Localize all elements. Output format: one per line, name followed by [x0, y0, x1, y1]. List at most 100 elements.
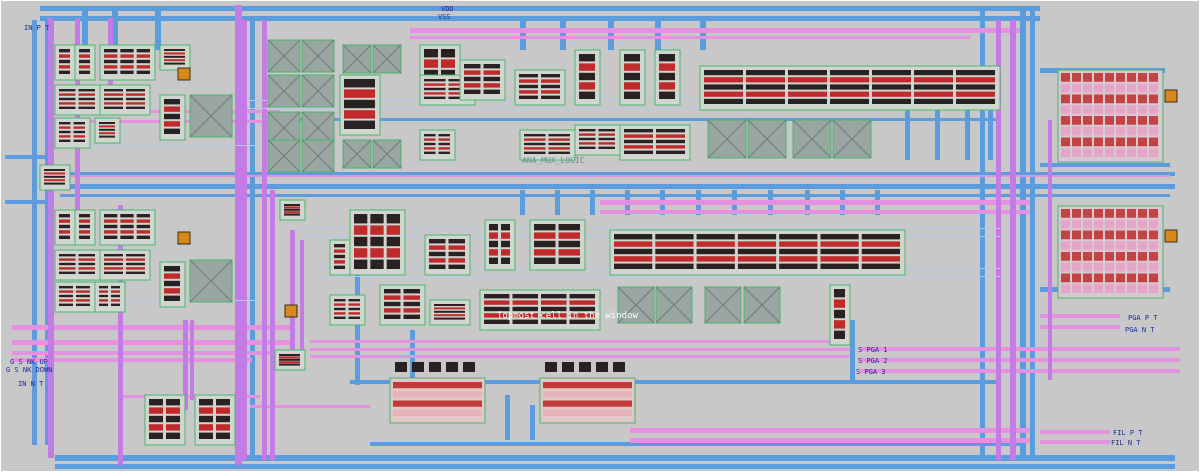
finger-strip: [534, 249, 556, 256]
array-cell: [1149, 241, 1158, 250]
array-cell: [1072, 273, 1081, 283]
finger-strip: [441, 49, 455, 58]
finger-strip: [126, 89, 145, 92]
finger-strip: [99, 132, 115, 135]
finger-strip: [149, 415, 163, 423]
finger-strip: [830, 70, 869, 76]
finger-strip: [441, 59, 455, 68]
finger-strip: [149, 424, 163, 431]
finger-strip: [334, 316, 346, 319]
finger-strip: [111, 294, 120, 298]
res-row: [393, 409, 482, 416]
finger-strip: [136, 59, 150, 64]
finger-strip: [44, 182, 65, 185]
finger-strip: [569, 306, 595, 312]
finger-strip: [284, 208, 300, 211]
finger-strip: [384, 301, 401, 307]
array-cell: [1061, 137, 1070, 147]
finger-strip: [59, 219, 70, 223]
finger-strip: [429, 264, 446, 269]
finger-strip: [370, 236, 384, 247]
finger-strip: [59, 254, 76, 257]
array-cell: [1149, 252, 1158, 261]
finger-strip: [438, 134, 450, 137]
finger-strip: [99, 303, 108, 306]
finger-strip: [59, 299, 73, 302]
finger-strip: [334, 265, 345, 269]
magenta-bus: [860, 369, 1180, 373]
finger-strip: [448, 258, 465, 263]
array-cell: [1138, 73, 1147, 82]
finger-strip: [579, 72, 595, 81]
finger-strip: [914, 70, 953, 76]
magenta-bus: [310, 348, 850, 351]
finger-strip: [136, 49, 150, 53]
finger-strip: [59, 130, 71, 134]
pin-spga2-label: S PGA 2: [858, 357, 888, 365]
array-cell: [1138, 94, 1147, 104]
device-blocks: [39, 44, 1001, 446]
finger-strip: [79, 70, 90, 74]
finger-strip: [79, 224, 90, 229]
finger-strip: [624, 63, 640, 71]
finger-strip: [164, 273, 180, 279]
finger-strip: [956, 84, 995, 90]
finger-strip: [541, 84, 560, 89]
blue-strap: [520, 190, 525, 215]
magenta-bus: [1040, 440, 1110, 444]
array-cell: [1138, 273, 1147, 283]
array-cell: [1094, 284, 1103, 293]
finger-strip: [403, 314, 420, 319]
pin-pad: [177, 67, 191, 81]
finger-strip: [704, 84, 743, 90]
blue-rail: [55, 172, 1175, 176]
violet-bus: [290, 230, 295, 350]
array-cell: [1094, 94, 1103, 104]
res-row: [543, 382, 632, 389]
finger-strip: [73, 122, 85, 125]
finger-strip: [501, 257, 510, 264]
finger-strip: [696, 256, 735, 262]
finger-strip: [489, 232, 498, 239]
finger-strip: [820, 256, 859, 262]
finger-strip: [524, 142, 546, 146]
violet-bus: [1048, 120, 1052, 380]
array-cell: [1061, 273, 1070, 283]
finger-strip: [914, 98, 953, 104]
switch-cell: [412, 362, 424, 372]
finger-strip: [334, 249, 345, 253]
finger-strip: [78, 254, 95, 257]
array-cell: [1061, 73, 1070, 82]
violet-bus: [300, 240, 304, 350]
blue-strap: [155, 10, 161, 50]
array-cell: [1105, 209, 1114, 218]
magenta-bus: [860, 347, 1180, 351]
finger-strip: [830, 84, 869, 90]
finger-strip: [534, 240, 556, 248]
array-cell: [1072, 252, 1081, 261]
array-cell: [1072, 230, 1081, 240]
finger-strip: [76, 299, 90, 302]
finger-strip: [519, 74, 538, 78]
finger-strip: [429, 245, 446, 250]
finger-strip: [737, 234, 777, 240]
finger-strip: [384, 289, 401, 294]
finger-strip: [199, 407, 213, 414]
magenta-bus: [860, 358, 1180, 362]
finger-strip: [99, 125, 115, 128]
array-cell: [1127, 73, 1136, 82]
finger-strip: [746, 70, 785, 76]
finger-strip: [104, 59, 118, 64]
array-cell: [1138, 148, 1147, 157]
finger-strip: [489, 224, 498, 231]
array-cell: [1094, 209, 1103, 218]
pin-spga3-label: S PGA 3: [856, 368, 886, 376]
finger-strip: [598, 133, 615, 136]
array-cell: [1105, 252, 1114, 261]
pin-markers: [177, 67, 1178, 372]
finger-strip: [656, 139, 685, 144]
array-cell: [1083, 105, 1092, 114]
blue-rail: [55, 455, 1175, 461]
array-cell: [1105, 273, 1114, 283]
